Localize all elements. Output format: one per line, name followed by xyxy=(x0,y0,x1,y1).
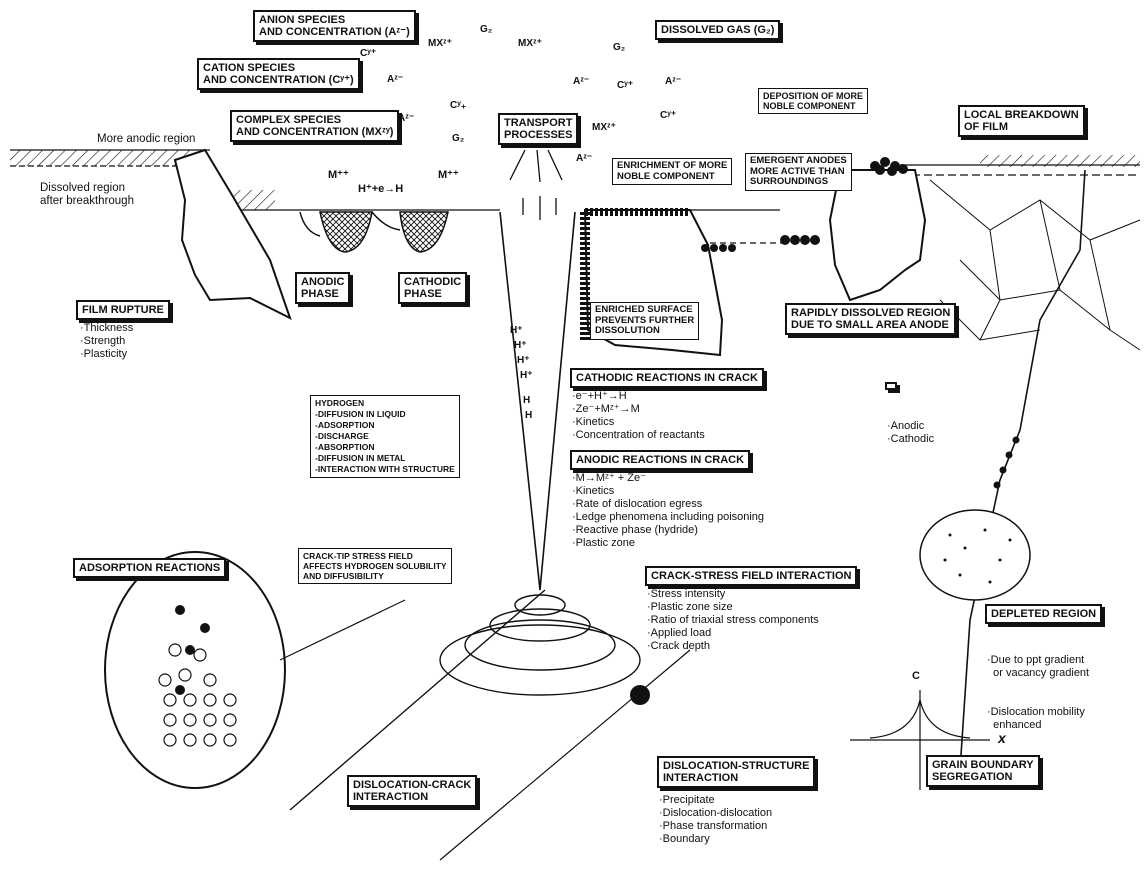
depleted-region-blob xyxy=(920,510,1030,600)
list-film-rupture: Thickness Strength Plasticity xyxy=(80,322,133,361)
ion-5: G₂ xyxy=(480,24,492,35)
box-anodic-phase: ANODIC PHASE xyxy=(295,272,350,304)
crack-h-3: H⁺ xyxy=(517,355,530,366)
box-cathodic-phase: CATHODIC PHASE xyxy=(398,272,467,304)
ion-3: Aᶻ⁻ xyxy=(398,113,414,124)
film-rupture-pit xyxy=(175,150,290,318)
crack-line xyxy=(500,212,575,590)
box-depleted: DEPLETED REGION xyxy=(985,604,1102,624)
list-depleted: Due to ppt gradient or vacancy gradient … xyxy=(987,628,1089,745)
dislocation-structure-item: Boundary xyxy=(659,833,772,846)
ion-13: MXᶻ⁺ xyxy=(592,122,616,133)
gb-precipitates-item: Cathodic xyxy=(887,433,934,446)
box-adsorption: ADSORPTION REACTIONS xyxy=(73,558,226,578)
ion-11: Cʸ⁺ xyxy=(617,80,633,91)
dislocation-structure-item: Precipitate xyxy=(659,794,772,807)
dislocation-structure-item: Dislocation-dislocation xyxy=(659,807,772,820)
ion-10: Aᶻ⁻ xyxy=(573,76,589,87)
adsorption-ellipse xyxy=(105,552,285,788)
list-anodic: M→Mᶻ⁺ + Ze⁻ Kinetics Rate of dislocation… xyxy=(572,472,764,550)
ion-14: Cʸ⁺ xyxy=(660,110,676,121)
box-anion: ANION SPECIES AND CONCENTRATION (Aᶻ⁻) xyxy=(253,10,416,42)
crack-h-4: H⁺ xyxy=(520,370,533,381)
axis-c-label: C xyxy=(912,670,920,682)
transport-arrows xyxy=(510,150,562,220)
anodic-item: Ledge phenomena including poisoning xyxy=(572,511,764,524)
crack-h-2: H⁺ xyxy=(514,340,527,351)
ion-4: MXᶻ⁺ xyxy=(428,38,452,49)
anodic-item: Reactive phase (hydride) xyxy=(572,524,764,537)
label-m-left: M⁺⁺ xyxy=(328,168,349,181)
ion-7: G₂ xyxy=(452,133,464,144)
ion-9: G₂ xyxy=(613,42,625,53)
cathodic-phase-shape xyxy=(400,212,448,252)
cathodic-item: e⁻+H⁺→H xyxy=(572,390,705,403)
dislocation-structure-item: Phase transformation xyxy=(659,820,772,833)
ion-12: Aᶻ⁻ xyxy=(665,76,681,87)
box-cation: CATION SPECIES AND CONCENTRATION (Cʸ⁺) xyxy=(197,58,360,90)
crack-stress-item: Crack depth xyxy=(647,640,819,653)
ion-6: MXᶻ⁺ xyxy=(518,38,542,49)
anodic-item: Plastic zone xyxy=(572,537,764,550)
box-anodic-reactions: ANODIC REACTIONS IN CRACK xyxy=(570,450,750,470)
anodic-item: Kinetics xyxy=(572,485,764,498)
box-crack-stress: CRACK-STRESS FIELD INTERACTION xyxy=(645,566,857,586)
stress-field-ellipses xyxy=(440,595,640,695)
crack-stress-item: Applied load xyxy=(647,627,819,640)
box-transport: TRANSPORT PROCESSES xyxy=(498,113,578,145)
box-dislocation-structure: DISLOCATION-STRUCTURE INTERACTION xyxy=(657,756,815,788)
list-dislocation-structure: Precipitate Dislocation-dislocation Phas… xyxy=(659,794,772,846)
box-emergent: EMERGENT ANODES MORE ACTIVE THAN SURROUN… xyxy=(745,153,852,191)
label-more-anodic: More anodic region xyxy=(97,133,195,146)
box-dislocation-crack: DISLOCATION-CRACK INTERACTION xyxy=(347,775,477,807)
box-film-rupture: FILM RUPTURE xyxy=(76,300,170,320)
list-crack-stress: Stress intensity Plastic zone size Ratio… xyxy=(647,588,819,653)
cathodic-item: Kinetics xyxy=(572,416,705,429)
grain-network xyxy=(930,180,1140,350)
list-gb-precipitates: Anodic Cathodic xyxy=(887,420,934,446)
gb-precipitates-item: Anodic xyxy=(887,420,934,433)
anodic-phase-shape xyxy=(320,212,372,252)
box-enrichment: ENRICHMENT OF MORE NOBLE COMPONENT xyxy=(612,158,732,185)
box-complex: COMPLEX SPECIES AND CONCENTRATION (MXᶻʸ) xyxy=(230,110,399,142)
box-local-breakdown: LOCAL BREAKDOWN OF FILM xyxy=(958,105,1085,137)
film-rupture-item: Plasticity xyxy=(80,348,133,361)
film-rupture-item: Thickness xyxy=(80,322,133,335)
box-deposition: DEPOSITION OF MORE NOBLE COMPONENT xyxy=(758,88,868,114)
box-rapidly-dissolved: RAPIDLY DISSOLVED REGION DUE TO SMALL AR… xyxy=(785,303,956,335)
ion-15: Aᶻ⁻ xyxy=(576,153,592,164)
label-dissolved-region: Dissolved region after breakthrough xyxy=(40,182,134,208)
precipitate-particle xyxy=(630,685,650,705)
crack-stress-item: Stress intensity xyxy=(647,588,819,601)
ion-2: Aᶻ⁻ xyxy=(387,74,403,85)
label-m-right: M⁺⁺ xyxy=(438,168,459,181)
box-gb-segregation: GRAIN BOUNDARY SEGREGATION xyxy=(926,755,1040,787)
list-cathodic: e⁻+H⁺→H Ze⁻+Mᶻ⁺→M Kinetics Concentration… xyxy=(572,390,705,442)
box-cathodic-reactions: CATHODIC REACTIONS IN CRACK xyxy=(570,368,764,388)
ion-8: Cʸ₊ xyxy=(450,100,466,111)
cathodic-item: Ze⁻+Mᶻ⁺→M xyxy=(572,403,705,416)
depleted-item: Dislocation mobility enhanced xyxy=(987,706,1089,732)
film-rupture-item: Strength xyxy=(80,335,133,348)
label-h-reaction: H⁺+e→H xyxy=(358,182,403,195)
film-hatch-right xyxy=(980,155,1140,167)
crack-h-5: H xyxy=(523,395,530,406)
crack-stress-item: Plastic zone size xyxy=(647,601,819,614)
depleted-item: Due to ppt gradient or vacancy gradient xyxy=(987,654,1089,680)
anodic-item: M→Mᶻ⁺ + Ze⁻ xyxy=(572,472,764,485)
anodic-item: Rate of dislocation egress xyxy=(572,498,764,511)
box-dissolved-gas: DISSOLVED GAS (G₂) xyxy=(655,20,780,40)
crack-stress-item: Ratio of triaxial stress components xyxy=(647,614,819,627)
box-gb-precipitates xyxy=(885,382,897,390)
box-enriched-surface: ENRICHED SURFACE PREVENTS FURTHER DISSOL… xyxy=(590,302,699,340)
crack-h-1: H⁺ xyxy=(510,325,523,336)
box-hydrogen: HYDROGEN -DIFFUSION IN LIQUID -ADSORPTIO… xyxy=(310,395,460,478)
ion-1: Cʸ⁺ xyxy=(360,48,376,59)
box-crack-tip: CRACK-TIP STRESS FIELD AFFECTS HYDROGEN … xyxy=(298,548,452,584)
crack-h-6: H xyxy=(525,410,532,421)
cathodic-item: Concentration of reactants xyxy=(572,429,705,442)
